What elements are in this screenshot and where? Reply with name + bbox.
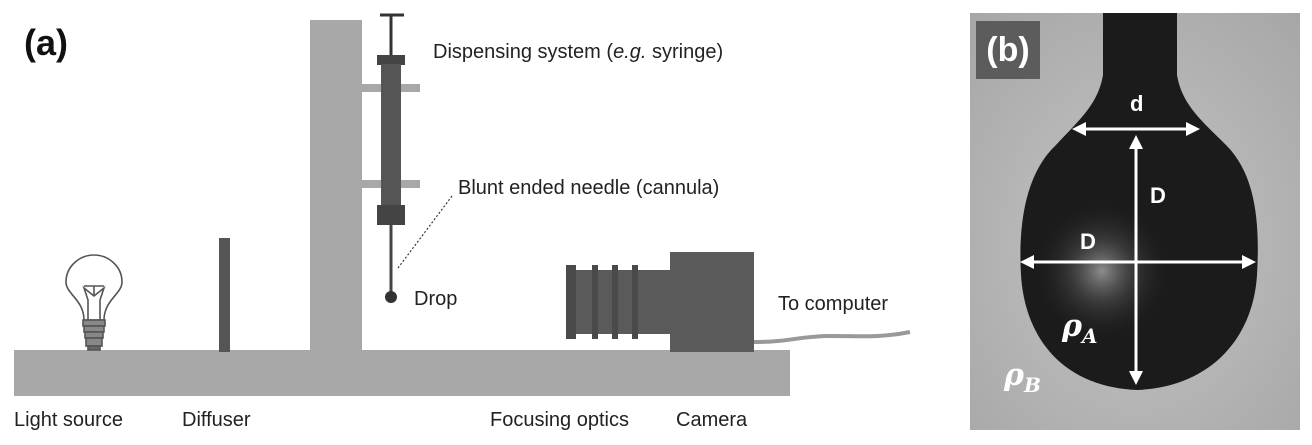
panel-a-label: (a) [24,22,68,63]
syringe [377,13,405,303]
focusing-optics-label: Focusing optics [490,409,629,431]
camera-cable [753,330,911,344]
diffuser-plate [219,238,230,352]
needle-leader-line [397,195,453,269]
pendant-drop [385,291,397,303]
focusing-optics [566,265,672,339]
vertical-diameter-label: D [1150,183,1166,208]
stand-pillar [310,20,362,352]
apparatus-diagram [14,13,911,396]
horizontal-diameter-label: D [1080,229,1096,254]
vertical-diameter-arrow [1129,135,1143,385]
drop-image-panel: (b) d D D ρA ρB [970,13,1300,430]
horizontal-diameter-arrow [1020,255,1256,269]
panel-b-label: (b) [976,21,1040,79]
drop-density-label: ρA [1062,309,1098,348]
camera-body [670,252,754,352]
neck-diameter-arrow [1072,122,1200,136]
to-computer-label: To computer [778,293,889,315]
pendant-drop-photo [970,13,1300,430]
drop-label: Drop [414,288,458,310]
medium-density-label: ρB [1004,358,1041,397]
optical-bench [14,350,790,396]
dispensing-system-label: Dispensing system (e.g. syringe) [433,41,724,63]
light-source-label: Light source [14,409,123,431]
camera-label: Camera [676,409,748,431]
needle-label: Blunt ended needle (cannula) [458,177,720,199]
neck-diameter-label: d [1130,91,1144,116]
light-bulb-icon [65,254,123,351]
diffuser-label: Diffuser [182,409,251,431]
